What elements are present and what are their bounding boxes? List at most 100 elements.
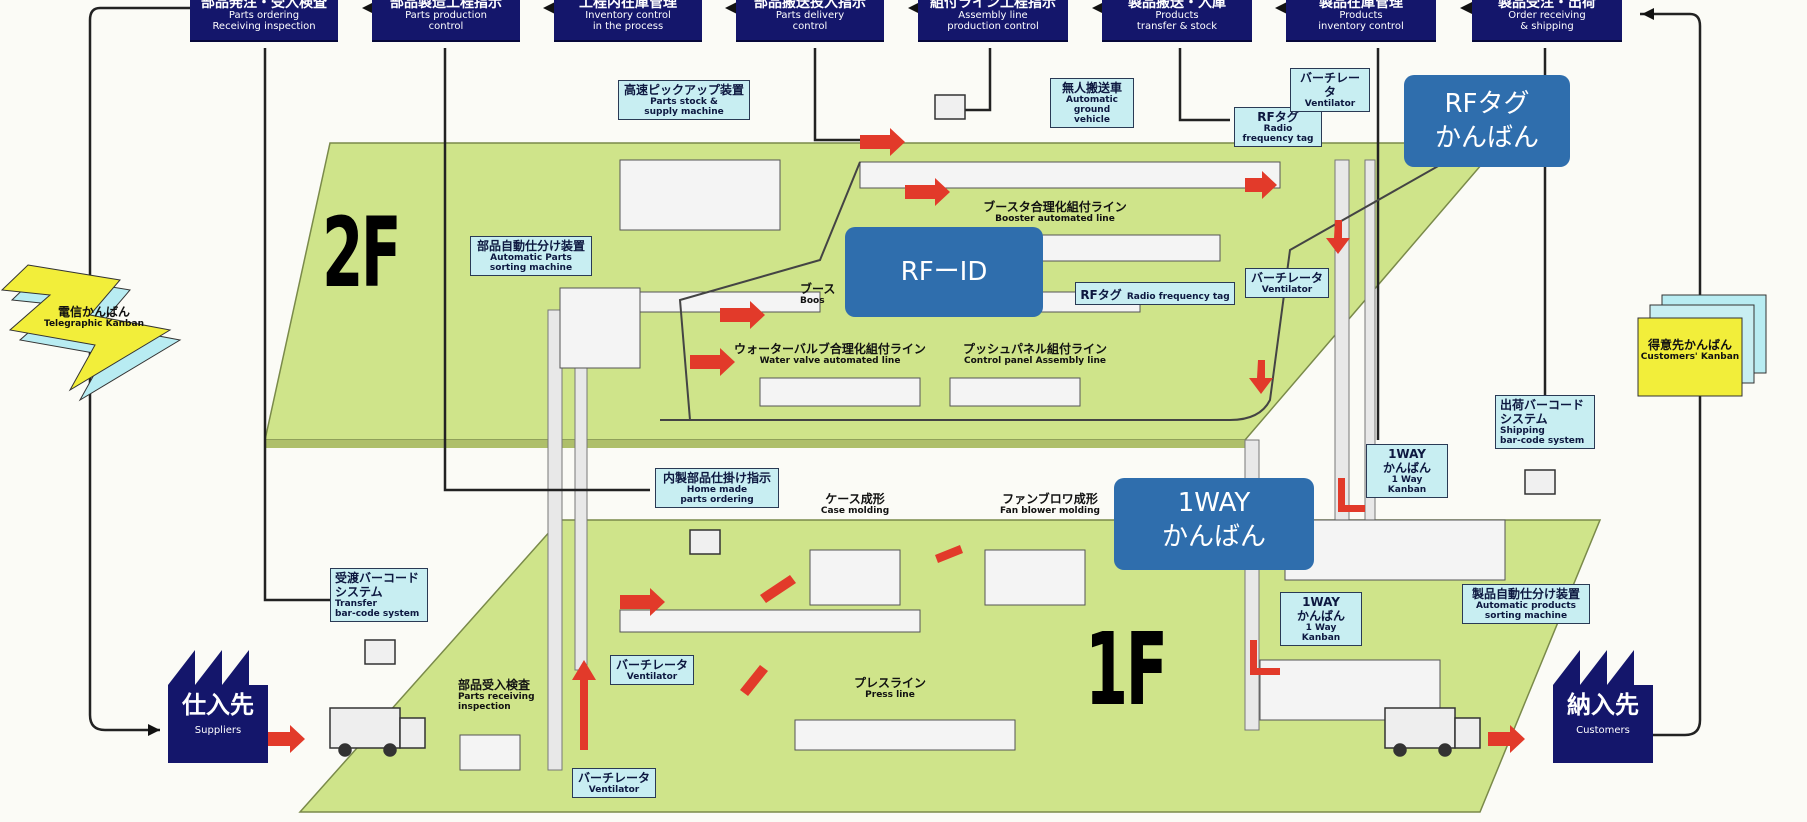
line-ja: ウォーターバルブ合理化組付ライン [725, 342, 935, 356]
header-en: & shipping [1472, 21, 1622, 32]
label-oneway-kanban-2[interactable]: 1WAY かんばん 1 Way Kanban [1280, 592, 1362, 646]
header-en: Products [1102, 10, 1252, 21]
label-en: Automatic products [1467, 601, 1585, 611]
label-en: Ventilator [615, 672, 689, 682]
header-en: Parts ordering [190, 10, 338, 21]
header-parts-production[interactable]: 部品製造工程指示 Parts production control [372, 0, 520, 42]
callout-rf-tag-kanban[interactable]: RFタグ かんばん [1404, 75, 1570, 167]
header-ja: 部品搬送投入指示 [736, 0, 884, 10]
label-ventilator-1f-a[interactable]: バーチレータ Ventilator [610, 655, 694, 685]
label-rftag-top[interactable]: RFタグ Radio frequency tag [1234, 107, 1322, 147]
line-ja: ブースタ合理化組付ライン [940, 200, 1170, 214]
header-parts-delivery[interactable]: 部品搬送投入指示 Parts delivery control [736, 0, 884, 42]
label-en: bar-code system [1500, 436, 1590, 446]
line-en: Booster automated line [940, 214, 1170, 224]
line-en: Water valve automated line [725, 356, 935, 366]
header-order-receiving[interactable]: 製品受注・出荷 Order receiving & shipping [1472, 0, 1622, 42]
label-rftag-mid[interactable]: RFタグ Radio frequency tag [1075, 282, 1235, 305]
label-pickup-machine[interactable]: 高速ピックアップ装置 Parts stock & supply machine [618, 80, 750, 120]
label-shipping-barcode[interactable]: 出荷バーコード システム Shipping bar-code system [1495, 395, 1595, 449]
label-ja: システム [1500, 412, 1590, 426]
header-en: Assembly line [918, 10, 1068, 21]
line-press: プレスライン Press line [845, 676, 935, 700]
header-en: control [372, 21, 520, 32]
label-ja: バーチレータ [577, 771, 651, 785]
label-en: bar-code system [335, 609, 423, 619]
header-en: in the process [554, 21, 702, 32]
label-ventilator-mid[interactable]: バーチレータ Ventilator [1245, 268, 1329, 298]
label-parts-sorting[interactable]: 部品自動仕分け装置 Automatic Parts sorting machin… [470, 236, 592, 276]
header-en: Order receiving [1472, 10, 1622, 21]
label-ventilator-1f-b[interactable]: バーチレータ Ventilator [572, 768, 656, 798]
label-ja: RFタグ [1239, 110, 1317, 124]
header-parts-ordering[interactable]: 部品発注・受入検査 Parts ordering Receiving inspe… [190, 0, 338, 42]
label-ja: システム [335, 585, 423, 599]
label-ja: 出荷バーコード [1500, 398, 1590, 412]
line-case-molding: ケース成形 Case molding [800, 492, 910, 516]
line-ja: ケース成形 [800, 492, 910, 506]
floor-2f-label: 2F [322, 205, 399, 301]
label-en: Transfer [335, 599, 423, 609]
line-en: Parts receiving [458, 692, 538, 702]
line-en: Case molding [800, 506, 910, 516]
line-booster: ブースタ合理化組付ライン Booster automated line [940, 200, 1170, 224]
callout-rf-id[interactable]: RFーID [845, 227, 1043, 317]
label-transfer-barcode[interactable]: 受渡バーコード システム Transfer bar-code system [330, 568, 428, 622]
label-ja: 1WAY [1285, 595, 1357, 609]
label-ja: 製品自動仕分け装置 [1467, 587, 1585, 601]
line-en: Control panel Assembly line [950, 356, 1120, 366]
callout-oneway-kanban[interactable]: 1WAY かんばん [1114, 478, 1314, 570]
line-ja: 部品受入検査 [458, 678, 538, 692]
suppliers-en: Suppliers [168, 725, 268, 736]
telegraphic-kanban-shape [2, 265, 180, 400]
callout-line: かんばん [1404, 121, 1570, 155]
line-parts-receiving: 部品受入検査 Parts receiving inspection [458, 678, 538, 712]
label-product-sorting[interactable]: 製品自動仕分け装置 Automatic products sorting mac… [1462, 584, 1590, 624]
line-control-panel: プッシュパネル組付ライン Control panel Assembly line [950, 342, 1120, 366]
header-ja: 部品製造工程指示 [372, 0, 520, 10]
label-agv[interactable]: 無人搬送車 Automatic ground vehicle [1050, 78, 1134, 128]
label-en: Shipping [1500, 426, 1590, 436]
label-en: Radio [1239, 124, 1317, 134]
kanban-en: Telegraphic Kanban [34, 319, 154, 329]
label-ja: 部品自動仕分け装置 [475, 239, 587, 253]
customers-factory[interactable]: 納入先 Customers [1553, 685, 1653, 763]
header-products-transfer[interactable]: 製品搬送・入庫 Products transfer & stock [1102, 0, 1252, 42]
label-en: Parts stock & [623, 97, 745, 107]
label-en: sorting machine [475, 263, 587, 273]
header-products-inventory[interactable]: 製品在庫管理 Products inventory control [1286, 0, 1436, 42]
header-assembly-line[interactable]: 組付ライン工程指示 Assembly line production contr… [918, 0, 1068, 42]
suppliers-factory[interactable]: 仕入先 Suppliers [168, 685, 268, 763]
header-en: Inventory control [554, 10, 702, 21]
label-en: Ventilator [1295, 99, 1365, 109]
customers-kanban-label: 得意先かんばん Customers' Kanban [1638, 338, 1742, 362]
label-en: Ventilator [1250, 285, 1324, 295]
label-oneway-kanban-1[interactable]: 1WAY かんばん 1 Way Kanban [1366, 444, 1448, 498]
label-home-made-parts[interactable]: 内製部品仕掛け指示 Home made parts ordering [655, 468, 779, 508]
line-en: Fan blower molding [995, 506, 1105, 516]
header-en: transfer & stock [1102, 21, 1252, 32]
header-inventory-process[interactable]: 工程内在庫管理 Inventory control in the process [554, 0, 702, 42]
label-ja: バーチレータ [1295, 71, 1365, 99]
header-ja: 製品受注・出荷 [1472, 0, 1622, 10]
line-en: inspection [458, 702, 538, 712]
label-en: Ventilator [577, 785, 651, 795]
label-en: frequency tag [1239, 134, 1317, 144]
callout-line: RFタグ [1404, 87, 1570, 121]
label-ja: RFタグ [1080, 288, 1121, 302]
label-ja: バーチレータ [615, 658, 689, 672]
line-ja: ファンブロワ成形 [995, 492, 1105, 506]
label-ventilator-top[interactable]: バーチレータ Ventilator [1290, 68, 1370, 112]
header-en: inventory control [1286, 21, 1436, 32]
line-ja: プッシュパネル組付ライン [950, 342, 1120, 356]
label-ja: 1WAY [1371, 447, 1443, 461]
header-en: Receiving inspection [190, 21, 338, 32]
header-ja: 製品在庫管理 [1286, 0, 1436, 10]
callout-line: かんばん [1114, 520, 1314, 554]
header-en: Parts production [372, 10, 520, 21]
label-en: Automatic Parts [475, 253, 587, 263]
label-ja: バーチレータ [1250, 271, 1324, 285]
kanban-ja: 得意先かんばん [1638, 338, 1742, 352]
telegraphic-kanban-label: 電信かんばん Telegraphic Kanban [34, 305, 154, 329]
suppliers-body: 仕入先 Suppliers [168, 685, 268, 763]
